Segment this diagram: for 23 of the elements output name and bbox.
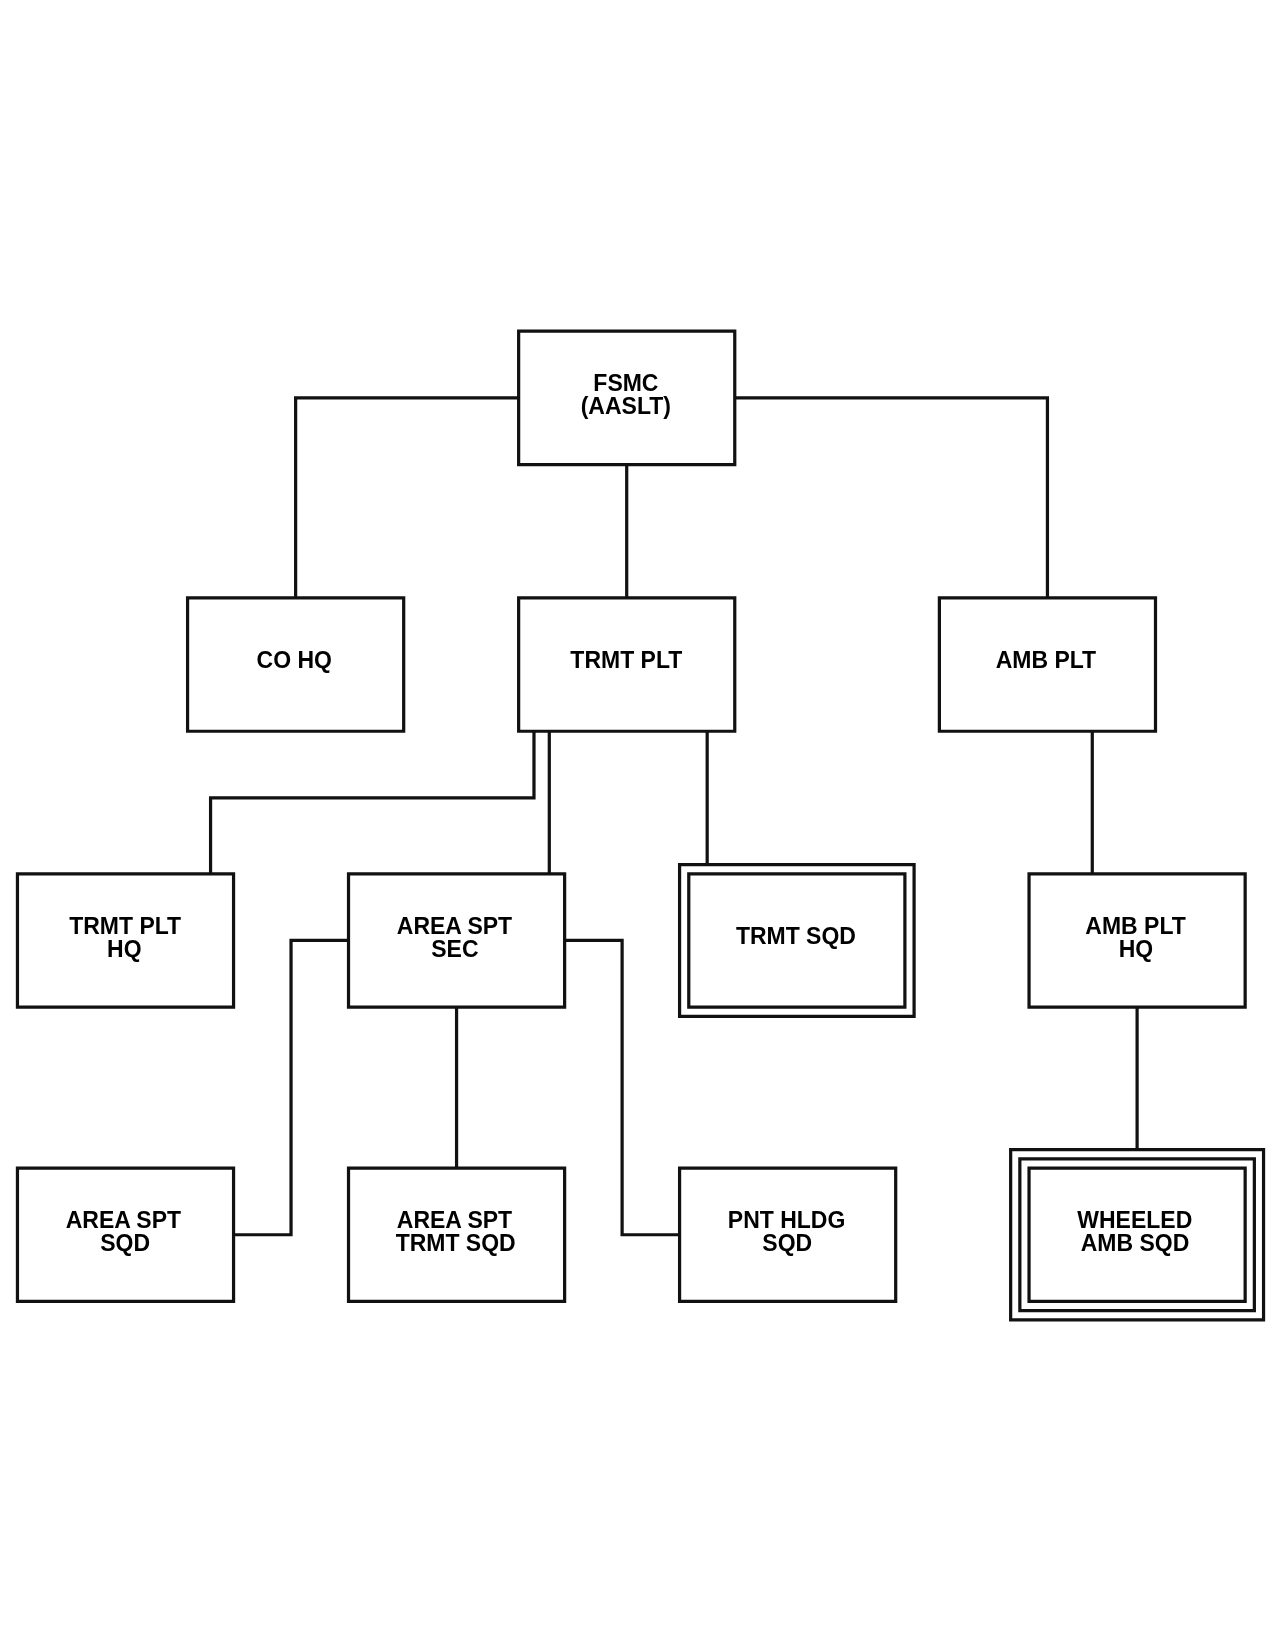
node-box: WHEELED AMB SQD — [1009, 1147, 1266, 1321]
connector — [735, 395, 1050, 597]
node-box: AMB PLT — [937, 595, 1158, 733]
node-box: TRMT SQD — [677, 862, 916, 1018]
node-box: AMB PLT HQ — [1027, 871, 1247, 1009]
node-box: TRMT PLT — [517, 595, 737, 733]
node-box: TRMT PLT HQ — [15, 871, 236, 1009]
connector — [208, 730, 536, 873]
connector — [705, 730, 709, 865]
node-box: PNT HLDG SQD — [677, 1165, 898, 1303]
node-box: CO HQ — [185, 595, 406, 733]
connector — [1090, 730, 1094, 873]
connector — [565, 938, 680, 1236]
node-box: AREA SPT TRMT SQD — [346, 1165, 567, 1303]
connector — [294, 395, 519, 597]
connector — [1135, 1006, 1139, 1149]
connector — [234, 938, 348, 1236]
connector — [625, 464, 629, 597]
connector — [454, 1006, 459, 1167]
node-box: FSMC (AASLT) — [517, 329, 737, 466]
node-box: AREA SPT SQD — [15, 1165, 236, 1303]
connector — [547, 730, 551, 873]
node-box: AREA SPT SEC — [346, 871, 567, 1009]
